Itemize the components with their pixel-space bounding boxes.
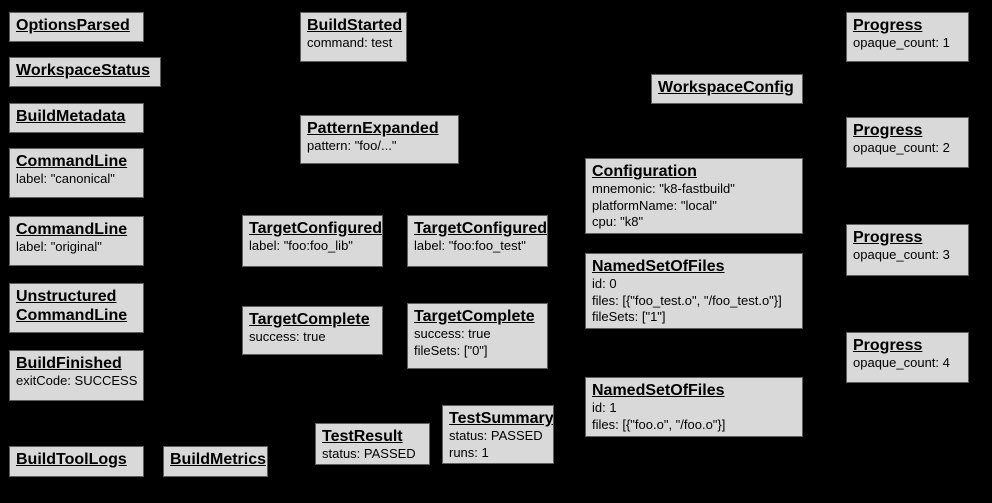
node-title: CommandLine [16,221,128,238]
node-title: NamedSetOfFiles [592,382,725,399]
node-title: Progress [853,229,923,246]
node-build-metadata: BuildMetadata [9,103,144,133]
node-workspace-config: WorkspaceConfig [651,74,803,104]
node-attribute: opaque_count: 1 [853,35,950,50]
node-title: TestSummary [449,410,554,427]
node-title: TestResult [322,428,403,445]
node-title: BuildFinished [16,355,122,372]
node-title: BuildMetrics [170,451,267,468]
node-attribute: files: [{"foo.o", "/foo.o"}] [592,416,726,432]
node-title: BuildMetadata [16,108,126,125]
node-attribute: opaque_count: 4 [853,355,950,370]
node-title: Progress [853,17,923,34]
node-attribute: label: "canonical" [16,171,115,186]
node-attribute: fileSets: ["0"] [414,342,488,358]
node-title: Progress [853,337,923,354]
node-options-parsed: OptionsParsed [9,12,144,42]
node-attribute: mnemonic: "k8-fastbuild" [592,181,735,196]
node-attribute: status: PASSED [449,428,543,443]
node-attribute: success: true [414,326,491,341]
node-title: WorkspaceStatus [16,62,150,79]
node-attribute: id: 0 [592,276,617,291]
node-build-metrics: BuildMetrics [163,446,268,477]
node-title: TargetComplete [414,308,535,325]
node-attribute: fileSets: ["1"] [592,309,666,324]
node-title: TargetConfigured [414,220,548,237]
node-title: TargetConfigured [249,220,383,237]
node-attribute: label: "foo:foo_lib" [249,238,353,253]
node-title: Progress [853,122,923,139]
node-attribute: command: test [307,35,393,50]
node-attribute: runs: 1 [449,444,489,460]
node-attribute: status: PASSED [322,446,416,461]
node-attribute: id: 1 [592,400,617,415]
node-title: TargetComplete [249,311,370,328]
node-title: Configuration [592,163,697,180]
node-title: CommandLine [16,153,128,170]
node-title: BuildToolLogs [16,451,127,468]
node-title: WorkspaceConfig [658,79,794,96]
node-title: OptionsParsed [16,17,130,34]
node-attribute: label: "foo:foo_test" [414,238,526,253]
node-attribute: opaque_count: 3 [853,247,950,262]
node-title: CommandLine [16,307,128,324]
node-attribute: cpu: "k8" [592,214,644,229]
node-attribute: opaque_count: 2 [853,140,950,155]
node-attribute: success: true [249,329,326,344]
node-build-tool-logs: BuildToolLogs [9,446,144,477]
node-attribute: label: "original" [16,239,102,254]
node-title: BuildStarted [307,17,403,34]
node-title: PatternExpanded [307,120,439,137]
node-attribute: platformName: "local" [592,197,717,213]
node-attribute: files: [{"foo_test.o", "/foo_test.o"}] [592,292,782,308]
node-title: NamedSetOfFiles [592,258,725,275]
node-title: Unstructured [16,288,117,305]
node-attribute: pattern: "foo/..." [307,138,397,153]
node-workspace-status: WorkspaceStatus [9,57,161,87]
node-attribute: exitCode: SUCCESS [16,373,138,388]
